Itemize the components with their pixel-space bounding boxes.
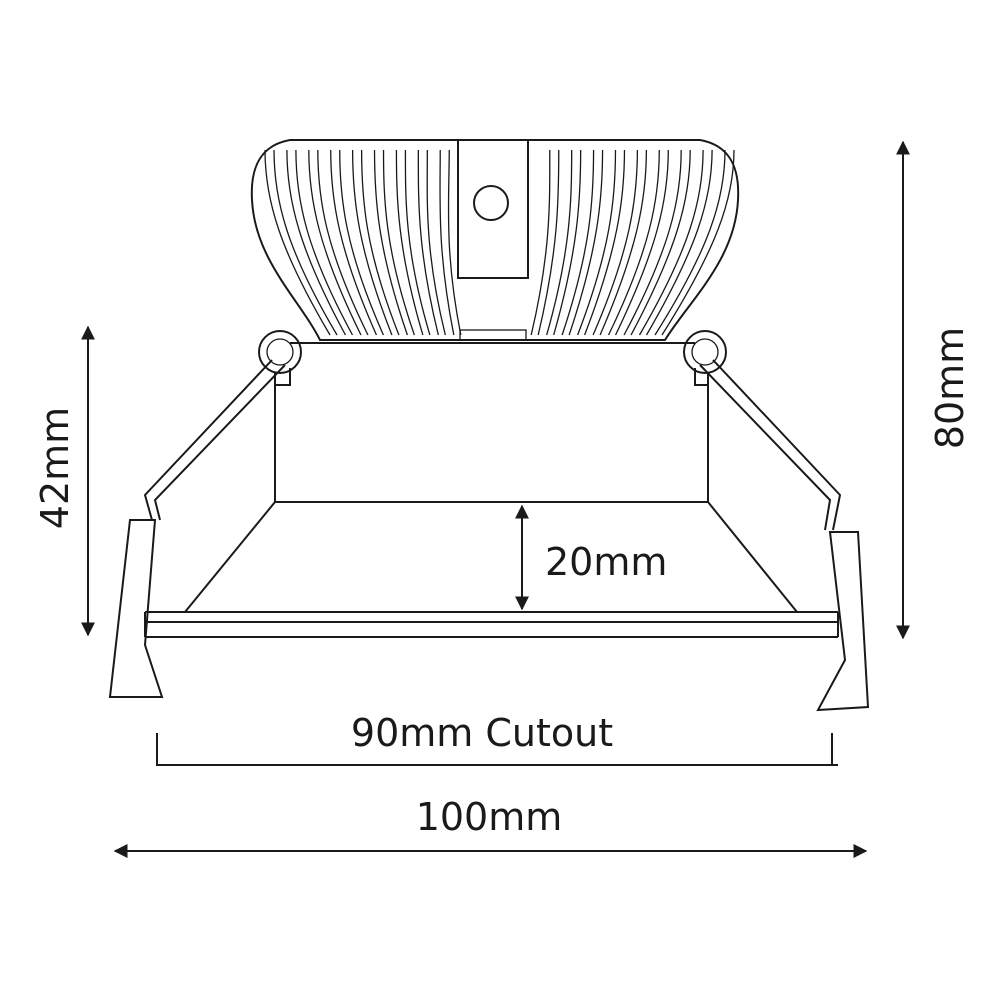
label-42mm: 42mm [33, 407, 77, 529]
heatsink-fin [530, 149, 560, 336]
label-100mm: 100mm [416, 795, 563, 839]
heatsink-fin [417, 149, 446, 336]
heatsink-fin [577, 149, 626, 336]
heatsink-label-tab [457, 139, 529, 279]
heatsink-fin [592, 149, 648, 336]
heatsink-fin [654, 149, 735, 336]
label-80mm: 80mm [928, 327, 972, 449]
spring-clip-right [683, 330, 870, 712]
heatsink-screw-icon [473, 185, 509, 221]
heatsink-fin [623, 149, 691, 336]
heatsink-fin [638, 149, 713, 336]
heatsink-fin [439, 149, 462, 336]
label-cutout: 90mm Cutout [351, 711, 613, 755]
heatsink-fin [351, 149, 400, 336]
dimension-80mm: 80mm [896, 140, 972, 640]
heatsink-fin [607, 149, 669, 336]
reflector [184, 501, 798, 613]
heatsink-outline [250, 139, 740, 341]
heatsink-fin [561, 149, 604, 336]
heatsink [250, 139, 740, 341]
label-20mm: 20mm [545, 540, 667, 584]
heatsink-fins [264, 149, 735, 336]
housing-body [144, 342, 839, 638]
dimension-cutout: 90mm Cutout [156, 711, 838, 766]
heatsink-fin [373, 149, 415, 336]
heatsink-fin [546, 149, 582, 336]
spring-clip-left [108, 330, 302, 698]
heatsink-fin [330, 149, 385, 336]
heatsink-fin [286, 149, 354, 336]
dimension-20mm: 20mm [515, 504, 667, 611]
heatsink-base [459, 329, 527, 341]
heatsink-fin [308, 149, 369, 336]
dimension-100mm: 100mm [113, 795, 868, 858]
heatsink-fin [264, 149, 338, 336]
trim-flange [144, 611, 839, 638]
dimension-42mm: 42mm [33, 325, 95, 637]
heatsink-fin [395, 149, 431, 336]
